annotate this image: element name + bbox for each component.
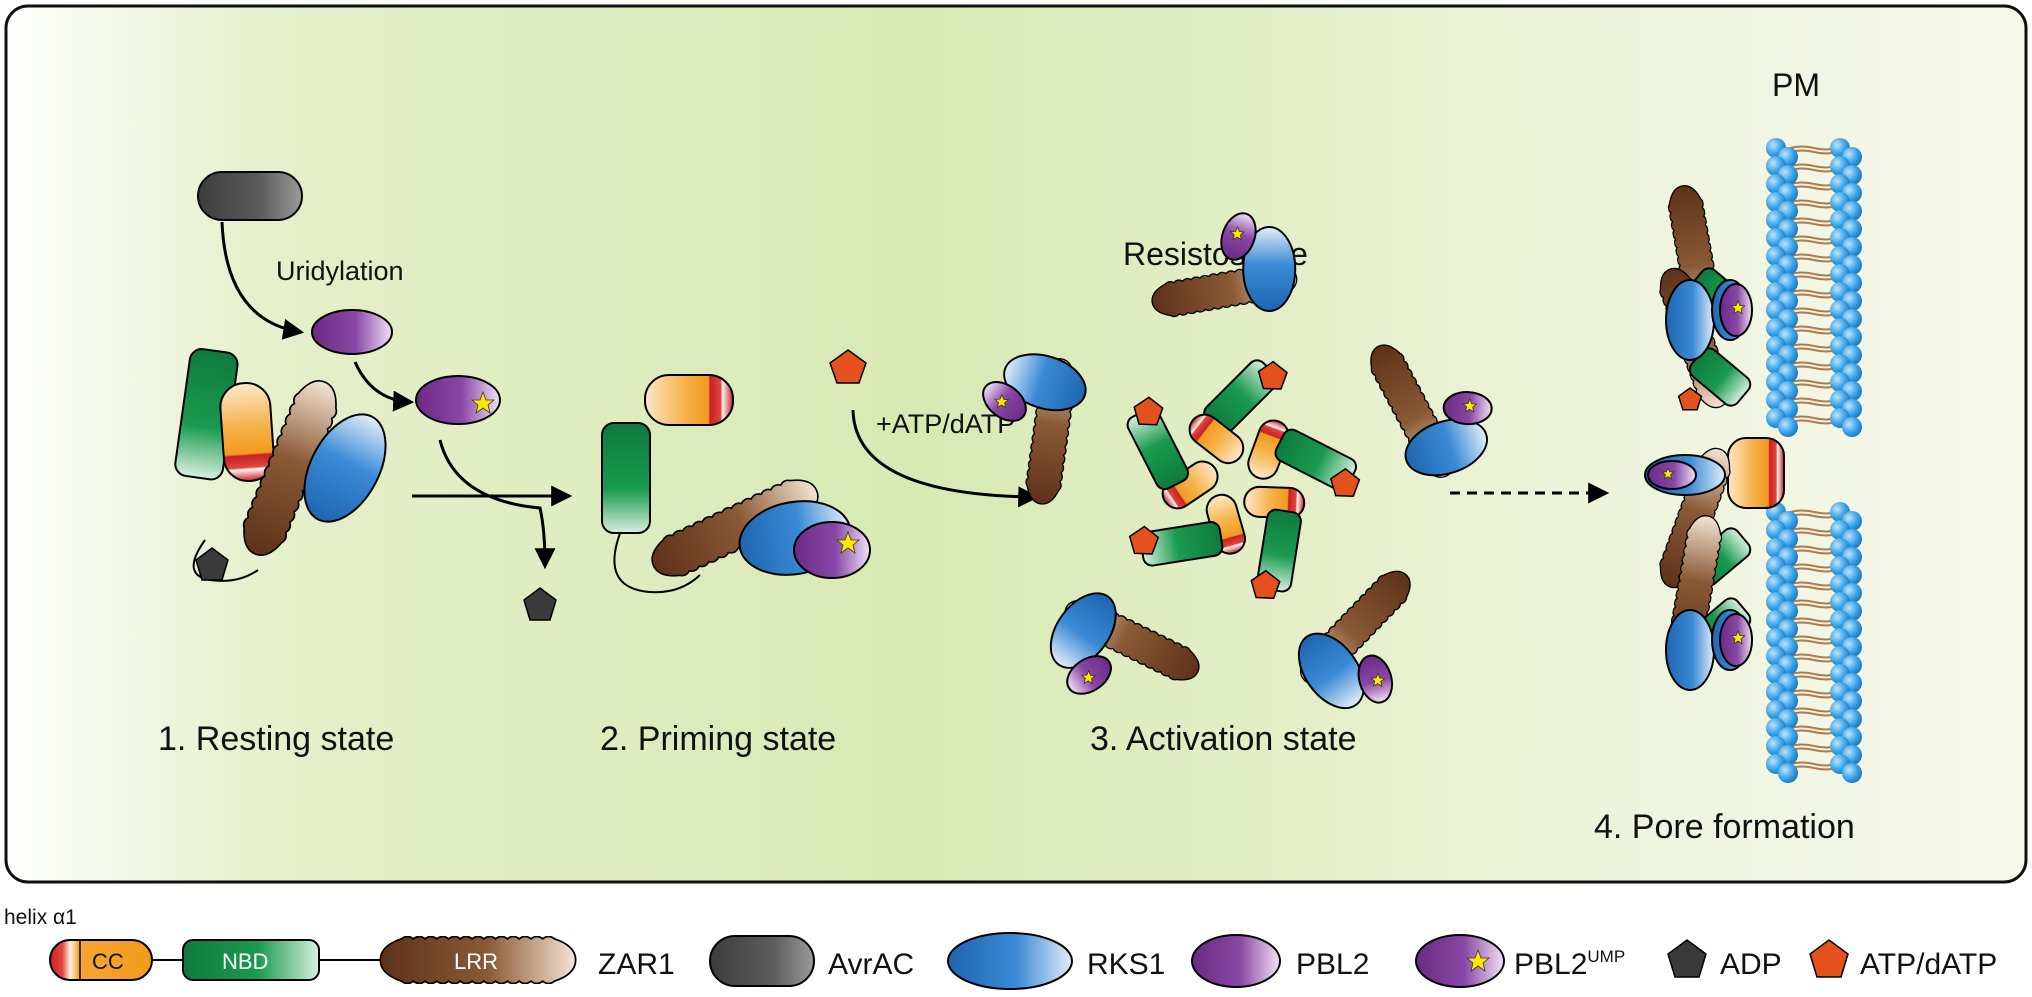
arrow-step2	[851, 409, 1040, 508]
avrac-shape	[197, 171, 303, 221]
protomer	[982, 353, 1245, 508]
legend-zar1-label: ZAR1	[598, 948, 675, 981]
legend-atp-label: ATP/dATP	[1860, 948, 1997, 981]
uridylation-label: Uridylation	[276, 256, 404, 286]
arrow-uridylation	[220, 221, 305, 340]
legend-pbl2-shape	[1191, 934, 1281, 988]
pbl2ump-shape	[415, 375, 501, 425]
legend-star-icon	[1465, 948, 1491, 972]
stage-label-3: 3. Activation state	[1090, 720, 1357, 758]
arrow-adp-release	[438, 439, 556, 570]
legend-lrr-label: LRR	[454, 949, 498, 974]
arrow-to-pbl2ump	[353, 361, 415, 412]
legend-pbl2ump-label: PBL2UMP	[1514, 947, 1625, 981]
legend-avrac-label: AvrAC	[828, 948, 914, 981]
star-icon	[470, 390, 496, 414]
legend-pbl2-label: PBL2	[1296, 948, 1369, 981]
plasma-membrane	[1766, 138, 1862, 783]
resistosome-protomers	[982, 212, 1493, 710]
protomer	[1243, 337, 1493, 519]
priming-complex	[601, 374, 871, 594]
stage-label-2: 2. Priming state	[600, 720, 836, 758]
legend-cc-label: CC	[92, 949, 124, 974]
legend-pbl2ump-shape	[1415, 934, 1505, 988]
legend-nbd-label: NBD	[222, 949, 268, 974]
stage-label-4: 4. Pore formation	[1594, 808, 1855, 846]
protomer	[1148, 212, 1301, 480]
legend-avrac-shape	[709, 935, 815, 987]
adp-released-icon	[523, 587, 557, 621]
legend: helix α1 CC NBD LRR ZAR1 AvrAC RKS1 PBL2…	[4, 906, 1997, 990]
legend-rks1-shape	[947, 932, 1073, 990]
atp-incoming-icon	[829, 349, 867, 384]
legend-adp-label: ADP	[1720, 948, 1782, 981]
helix-label: helix α1	[4, 906, 77, 929]
stage-label-1: 1. Resting state	[158, 720, 394, 758]
legend-rks1-label: RKS1	[1087, 948, 1165, 981]
protomer	[1049, 460, 1224, 695]
main-panel	[4, 4, 2028, 884]
legend-adp-icon	[1667, 939, 1707, 978]
resting-complex	[174, 348, 387, 582]
pore-complex	[1644, 182, 1785, 691]
pm-label: PM	[1772, 67, 1820, 103]
legend-atp-icon	[1809, 939, 1849, 978]
atp-step-label: +ATP/dATP	[876, 409, 1015, 439]
pbl2-shape	[311, 309, 393, 355]
pore-protomer	[1652, 262, 1752, 414]
